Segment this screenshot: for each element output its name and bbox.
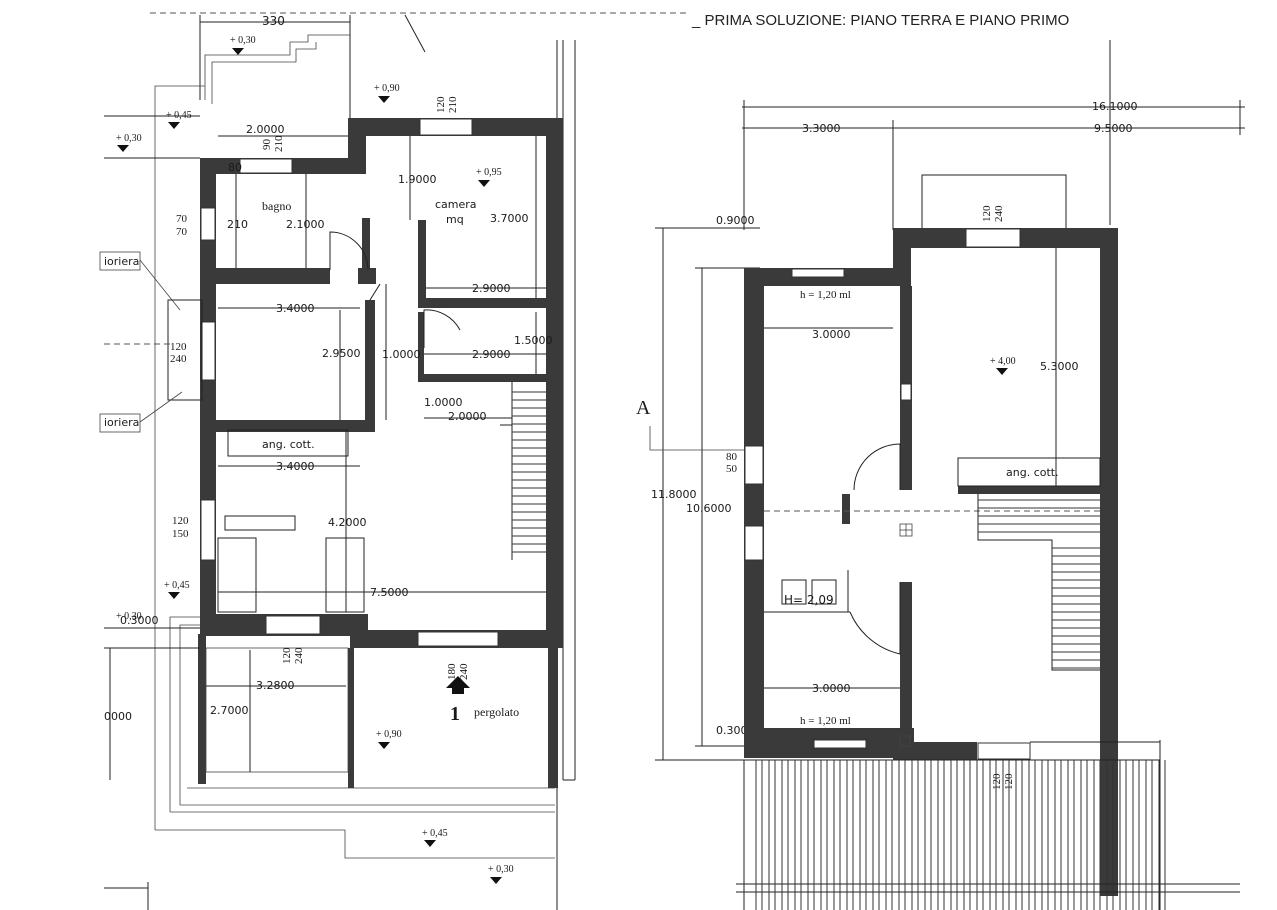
win-first-bottom-a: 120 <box>991 773 1003 790</box>
label-fioriera-top: ioriera <box>104 255 139 268</box>
pergola-first-floor <box>736 740 1240 910</box>
level-400: + 4,00 <box>990 356 1016 367</box>
dim-inner-height: 10.6000 <box>686 502 732 515</box>
label-ang-cott-ground: ang. cott. <box>262 438 315 451</box>
win-bath-a: 90 <box>261 139 273 151</box>
win-first-left-b: 50 <box>726 463 738 475</box>
win-first-top-b: 240 <box>993 205 1005 222</box>
dim-room-height: 5.3000 <box>1040 360 1079 373</box>
level-030-d: + 0,30 <box>488 864 514 875</box>
dim-left-total: 0000 <box>104 710 132 723</box>
label-camera: camera <box>435 198 477 211</box>
label-mq: mq <box>446 213 464 226</box>
dim-room-width: 3.4000 <box>276 302 315 315</box>
win-top-b: 210 <box>447 96 459 113</box>
level-markers-ground: + 0,30 + 0,90 + 0,45 + 0,30 + 0,95 + 0,4… <box>116 35 514 884</box>
win-bottom-b: 240 <box>293 647 305 664</box>
dim-bath-width: 2.0000 <box>246 123 285 136</box>
dim-room-height: 2.9500 <box>322 347 361 360</box>
entry-number: 1 <box>450 703 460 725</box>
dim-80: 80 <box>228 161 242 174</box>
ground-floor-plan: 330 <box>99 12 690 910</box>
dim-top-330: 330 <box>262 14 285 28</box>
dim-living-length: 7.5000 <box>370 586 409 599</box>
win-left-a: 70 <box>176 213 188 225</box>
dim-room1-width: 3.0000 <box>812 328 851 341</box>
dim-camera-length: 3.7000 <box>490 212 529 225</box>
win-first-top-a: 120 <box>981 205 993 222</box>
label-height-209: H= 2,09 <box>784 593 834 607</box>
win-side-b: 240 <box>170 353 187 365</box>
win-bottom-a: 120 <box>281 647 293 664</box>
dim-small-room-width: 2.9000 <box>472 348 511 361</box>
dim-2-0000: 2.0000 <box>448 410 487 423</box>
dim-garage-height: 2.7000 <box>210 704 249 717</box>
dim-1-0000: 1.0000 <box>424 396 463 409</box>
dim-corridor-width: 1.0000 <box>382 348 421 361</box>
level-095: + 0,95 <box>476 167 502 178</box>
dim-right-block: 9.5000 <box>1094 122 1133 135</box>
pergola-slats <box>755 760 1166 910</box>
dim-camera-width: 2.9000 <box>472 282 511 295</box>
stairs-ground <box>500 382 513 560</box>
label-h-top: h = 1,20 ml <box>800 289 851 301</box>
dim-bath-height: 2.1000 <box>286 218 325 231</box>
stair-treads <box>512 391 1100 669</box>
win-living-a: 120 <box>172 515 189 527</box>
dim-living-width: 3.4000 <box>276 460 315 473</box>
level-030-a: + 0,30 <box>230 35 256 46</box>
dim-210: 210 <box>227 218 248 231</box>
sheet-title: _ PRIMA SOLUZIONE: PIANO TERRA E PIANO P… <box>691 12 1069 29</box>
stairs-first <box>977 494 1100 671</box>
label-pergolato: pergolato <box>474 705 519 719</box>
win-entry-a: 180 <box>446 663 458 680</box>
level-045-b: + 0,45 <box>164 580 190 591</box>
win-first-left-a: 80 <box>726 451 738 463</box>
dim-small-room-height: 1.5000 <box>514 334 553 347</box>
entry-arrow-icon <box>446 676 470 688</box>
first-floor-plan: 16.1000 3.3000 9.5000 0.9000 11.8000 10.… <box>636 40 1245 910</box>
label-bagno: bagno <box>262 199 291 213</box>
level-090-b: + 0,90 <box>376 729 402 740</box>
label-ang-cott-first: ang. cott. <box>1006 466 1059 479</box>
label-h-bottom: h = 1,20 ml <box>800 715 851 727</box>
level-030-b: + 0,30 <box>116 133 142 144</box>
section-marker-a: A <box>636 397 651 419</box>
level-045-c: + 0,45 <box>422 828 448 839</box>
win-side-a: 120 <box>170 341 187 353</box>
dim-camera-height: 1.9000 <box>398 173 437 186</box>
dim-garage-width: 3.2800 <box>256 679 295 692</box>
dim-left-block: 3.3000 <box>802 122 841 135</box>
dim-left-offset: 0.3000 <box>120 614 159 627</box>
dim-top-offset: 0.9000 <box>716 214 755 227</box>
win-top-a: 120 <box>435 96 447 113</box>
level-030-c: + 0,30 <box>116 611 142 622</box>
dim-room2-width: 3.0000 <box>812 682 851 695</box>
dim-total-width: 16.1000 <box>1092 100 1138 113</box>
win-living-b: 150 <box>172 528 189 540</box>
level-045-a: + 0,45 <box>166 110 192 121</box>
dim-living-height: 4.2000 <box>328 516 367 529</box>
label-fioriera-bottom: ioriera <box>104 416 139 429</box>
level-090-a: + 0,90 <box>374 83 400 94</box>
win-entry-b: 240 <box>458 663 470 680</box>
win-left-b: 70 <box>176 226 188 238</box>
dim-total-height: 11.8000 <box>651 488 697 501</box>
win-bath-b: 210 <box>273 135 285 152</box>
